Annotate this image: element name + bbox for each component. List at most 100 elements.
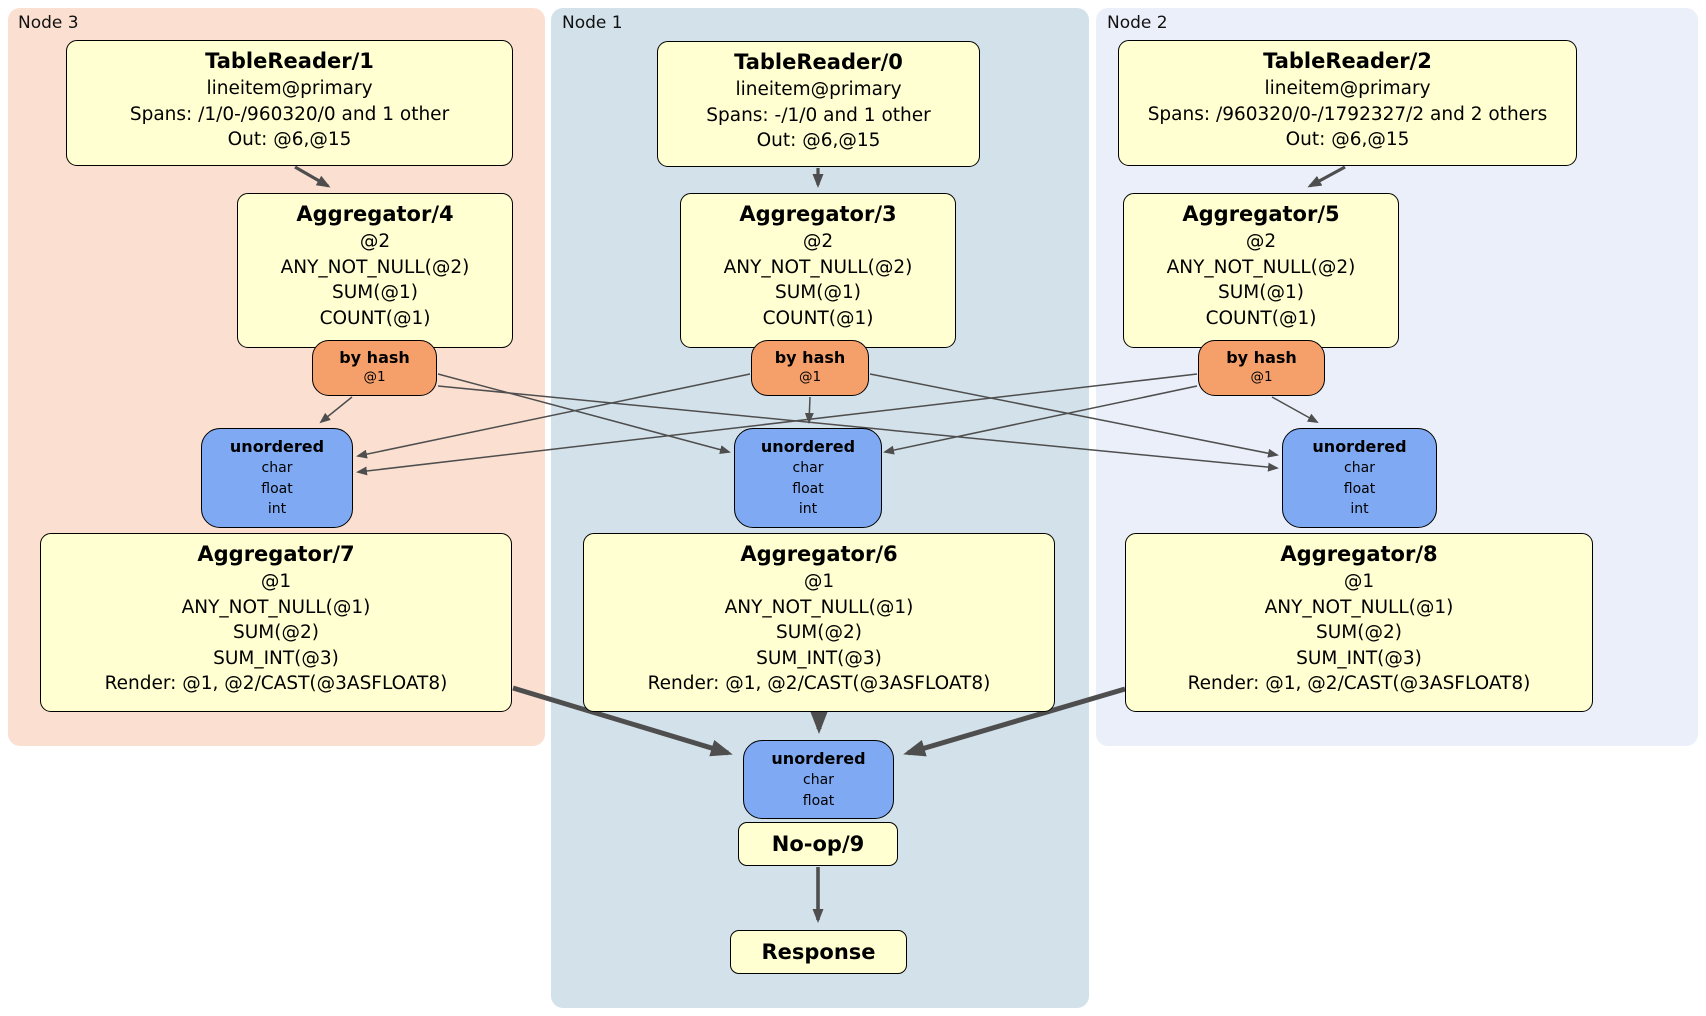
op-tablereader-2: TableReader/2 lineitem@primary Spans: /9… bbox=[1118, 40, 1577, 166]
op-detail: ANY_NOT_NULL(@1) bbox=[181, 596, 371, 618]
op-noop-9: No-op/9 bbox=[738, 822, 898, 866]
op-response: Response bbox=[730, 930, 907, 974]
edge-router1-sync2 bbox=[869, 373, 1279, 458]
edge-tr1-agg4 bbox=[294, 165, 331, 188]
edge-router1-sync1 bbox=[804, 396, 814, 424]
sync-col: float bbox=[1343, 480, 1376, 497]
op-detail: ANY_NOT_NULL(@1) bbox=[1264, 596, 1454, 618]
sync-col: float bbox=[792, 480, 824, 497]
sync-title: unordered bbox=[1312, 437, 1407, 456]
op-detail: @2 bbox=[802, 231, 834, 252]
op-detail: Render: @1, @2/CAST(@3ASFLOAT8) bbox=[104, 673, 448, 694]
edge-router3-sync3 bbox=[319, 396, 353, 424]
op-detail: COUNT(@1) bbox=[1205, 307, 1317, 329]
op-detail: Out: @6,@15 bbox=[227, 129, 352, 150]
region-label-node1: Node 1 bbox=[562, 13, 623, 33]
op-detail: SUM(@2) bbox=[776, 622, 862, 643]
op-detail: Spans: /960320/0-/1792327/2 and 2 others bbox=[1147, 103, 1548, 125]
region-label-node3: Node 3 bbox=[18, 13, 79, 33]
op-tablereader-0: TableReader/0 lineitem@primary Spans: -/… bbox=[657, 41, 980, 167]
op-detail: Out: @6,@15 bbox=[1285, 129, 1410, 150]
op-detail: SUM_INT(@3) bbox=[213, 647, 339, 669]
sync-unordered-node3: unordered char float int bbox=[201, 428, 353, 528]
sync-title: unordered bbox=[760, 437, 856, 456]
op-title: Aggregator/7 bbox=[197, 542, 355, 566]
router-key: @1 bbox=[363, 369, 386, 385]
router-by-hash-node1: by hash @1 bbox=[751, 340, 869, 396]
op-detail: @1 bbox=[1343, 571, 1375, 592]
edge-router1-sync3 bbox=[356, 373, 751, 459]
op-title: Aggregator/3 bbox=[739, 202, 897, 226]
op-detail: lineitem@primary bbox=[735, 79, 902, 100]
op-detail: lineitem@primary bbox=[1264, 78, 1431, 99]
op-detail: SUM(@2) bbox=[233, 622, 319, 643]
op-title: TableReader/2 bbox=[1263, 49, 1432, 73]
op-title: TableReader/1 bbox=[205, 49, 374, 73]
op-title: Aggregator/8 bbox=[1280, 542, 1438, 566]
op-tablereader-1: TableReader/1 lineitem@primary Spans: /1… bbox=[66, 40, 513, 166]
sync-col: float bbox=[261, 480, 293, 497]
router-title: by hash bbox=[339, 348, 410, 367]
region-label-node2: Node 2 bbox=[1107, 13, 1168, 33]
sync-unordered-node1: unordered char float int bbox=[734, 428, 882, 528]
router-by-hash-node3: by hash @1 bbox=[312, 340, 437, 396]
op-detail: Spans: /1/0-/960320/0 and 1 other bbox=[129, 103, 450, 125]
op-detail: ANY_NOT_NULL(@1) bbox=[724, 596, 914, 618]
sync-col: float bbox=[802, 792, 835, 809]
op-aggregator-5: Aggregator/5 @2 ANY_NOT_NULL(@2) SUM(@1)… bbox=[1123, 193, 1399, 348]
sync-col: int bbox=[1350, 501, 1369, 517]
sync-title: unordered bbox=[771, 749, 866, 768]
op-detail: COUNT(@1) bbox=[319, 307, 431, 329]
op-aggregator-4: Aggregator/4 @2 ANY_NOT_NULL(@2) SUM(@1)… bbox=[237, 193, 513, 348]
op-detail: Out: @6,@15 bbox=[756, 130, 881, 151]
sync-col: char bbox=[1344, 460, 1375, 476]
op-detail: ANY_NOT_NULL(@2) bbox=[280, 256, 470, 278]
edge-router2-sync2 bbox=[1271, 396, 1319, 423]
op-title: Aggregator/5 bbox=[1182, 202, 1340, 226]
router-by-hash-node2: by hash @1 bbox=[1198, 340, 1325, 396]
edge-router3-sync2 bbox=[437, 385, 1279, 472]
edge-agg8-syncfinal bbox=[903, 686, 1126, 757]
edge-router2-sync1 bbox=[883, 385, 1198, 455]
sync-col: char bbox=[261, 460, 293, 476]
op-aggregator-8: Aggregator/8 @1 ANY_NOT_NULL(@1) SUM(@2)… bbox=[1125, 533, 1593, 712]
op-detail: Render: @1, @2/CAST(@3ASFLOAT8) bbox=[647, 673, 991, 694]
sync-col: char bbox=[803, 772, 834, 788]
router-title: by hash bbox=[774, 348, 846, 367]
op-title: Aggregator/6 bbox=[740, 542, 898, 566]
sync-col: char bbox=[792, 460, 824, 476]
op-title: TableReader/0 bbox=[734, 50, 903, 74]
op-detail: @2 bbox=[1245, 231, 1277, 252]
op-detail: SUM(@2) bbox=[1316, 622, 1402, 643]
router-key: @1 bbox=[798, 369, 822, 385]
op-detail: SUM(@1) bbox=[1218, 282, 1304, 303]
sync-unordered-node2: unordered char float int bbox=[1282, 428, 1437, 528]
op-detail: SUM_INT(@3) bbox=[1296, 647, 1422, 669]
edge-router2-sync3 bbox=[356, 373, 1198, 476]
op-detail: Render: @1, @2/CAST(@3ASFLOAT8) bbox=[1187, 673, 1531, 694]
sync-col: int bbox=[798, 501, 818, 517]
op-detail: @1 bbox=[260, 571, 292, 592]
op-detail: @1 bbox=[803, 571, 835, 592]
op-detail: ANY_NOT_NULL(@2) bbox=[723, 256, 913, 278]
sync-unordered-final: unordered char float bbox=[743, 740, 894, 819]
sync-title: unordered bbox=[229, 437, 325, 456]
op-detail: SUM_INT(@3) bbox=[756, 647, 882, 669]
op-detail: COUNT(@1) bbox=[762, 307, 874, 329]
edge-agg7-syncfinal bbox=[512, 685, 733, 757]
edge-tr2-agg5 bbox=[1307, 165, 1346, 188]
edge-router3-sync1 bbox=[437, 373, 731, 455]
op-detail: ANY_NOT_NULL(@2) bbox=[1166, 256, 1356, 278]
router-key: @1 bbox=[1250, 369, 1273, 385]
router-title: by hash bbox=[1226, 348, 1297, 367]
sync-col: int bbox=[267, 501, 287, 517]
op-detail: lineitem@primary bbox=[206, 78, 373, 99]
op-detail: SUM(@1) bbox=[775, 282, 861, 303]
op-detail: SUM(@1) bbox=[332, 282, 418, 303]
op-detail: @2 bbox=[359, 231, 391, 252]
op-aggregator-3: Aggregator/3 @2 ANY_NOT_NULL(@2) SUM(@1)… bbox=[680, 193, 956, 348]
op-detail: Spans: -/1/0 and 1 other bbox=[706, 104, 931, 126]
op-aggregator-6: Aggregator/6 @1 ANY_NOT_NULL(@1) SUM(@2)… bbox=[583, 533, 1055, 712]
